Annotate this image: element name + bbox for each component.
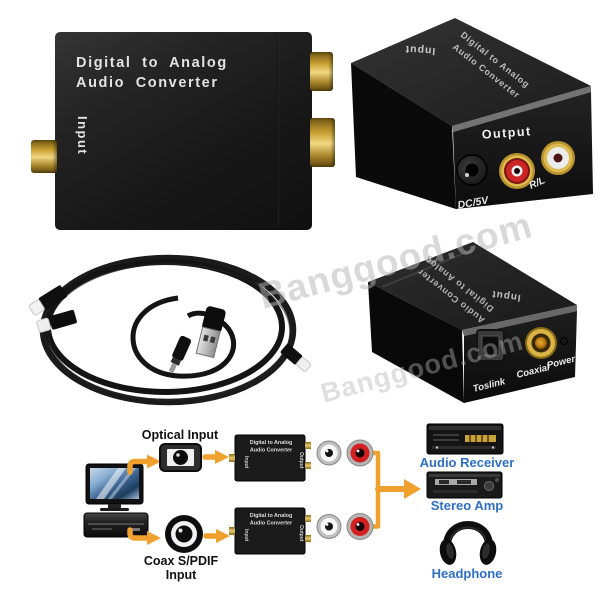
- toslink-connector: [280, 343, 312, 372]
- mini-converter-box: Digital to Analog Audio Converter Input …: [229, 434, 311, 482]
- coax-spdif-label-line1: Coax S/PDIF: [144, 554, 219, 568]
- dc-barrel-plug: [169, 335, 192, 373]
- converter-rear-view: Input Digital to Analog Audio Converter …: [351, 18, 593, 212]
- dvd-player-source: [83, 512, 149, 538]
- mini-input-label: Input: [243, 456, 249, 469]
- optical-and-power-cables: [28, 254, 312, 406]
- mini-converter-box: Digital to Analog Audio Converter Input …: [229, 507, 311, 555]
- coax-spdif-label-line2: Input: [166, 568, 197, 582]
- stereo-amp-image: [426, 471, 503, 499]
- signal-arrows: [127, 450, 407, 541]
- stereo-amp-label: Stereo Amp: [431, 498, 504, 513]
- headphone-image: [439, 521, 497, 565]
- audio-receiver-image: [426, 423, 504, 455]
- dc-5v-label: DC/5V: [457, 194, 491, 211]
- box-front-face: [453, 92, 593, 209]
- toslink-connector: [36, 309, 77, 333]
- optical-input-label: Optical Input: [142, 428, 219, 442]
- mini-title-line2: Audio Converter: [250, 448, 293, 454]
- cable-sheen: [47, 263, 291, 401]
- mini-gold-jack: [229, 527, 235, 535]
- mini-title-line1: Digital to Analog: [250, 513, 293, 519]
- product-title-line2: Audio Converter: [76, 75, 219, 91]
- usb-plug: [195, 306, 226, 359]
- optical-port-icon: [159, 443, 202, 472]
- toslink-port: [476, 329, 505, 362]
- mini-gold-jack: [305, 515, 311, 522]
- mini-gold-jack: [305, 462, 311, 469]
- box-top-face: [368, 242, 577, 330]
- connection-diagram: Optical Input Coax S/PDIF Input Digital …: [83, 423, 515, 582]
- mini-title-line2: Audio Converter: [250, 521, 293, 527]
- rca-output-jack: [310, 118, 335, 167]
- converter-input-side-view: Digital to Analog Audio Converter Input …: [368, 242, 578, 403]
- box-side-face: [368, 282, 464, 403]
- mini-title-line1: Digital to Analog: [250, 440, 293, 446]
- coaxial-jack: [525, 327, 557, 359]
- dc-jack-highlight: [465, 173, 469, 177]
- lid-bevel-edge: [452, 86, 591, 132]
- product-title-line1: Digital to Analog: [76, 55, 228, 71]
- mini-gold-jack: [305, 535, 311, 542]
- mini-output-label: Output: [298, 452, 304, 469]
- rca-jack-white: [541, 141, 575, 175]
- dc-power-jack-hole: [465, 163, 479, 177]
- rca-icon-red: [346, 439, 374, 467]
- mini-output-label: Output: [298, 525, 304, 542]
- lid-bevel-edge: [462, 305, 577, 336]
- headphone-label: Headphone: [432, 566, 503, 581]
- rca-jack-red: [499, 153, 535, 189]
- mini-input-label: Input: [243, 529, 249, 542]
- coax-port-icon: [165, 515, 203, 553]
- top-input-label: Input: [491, 288, 522, 303]
- tv-source: [85, 463, 144, 511]
- output-label: Output: [481, 124, 532, 141]
- coaxial-input-jack: [31, 140, 57, 173]
- case-seam: [277, 36, 279, 226]
- top-input-label: Input: [404, 43, 435, 57]
- mini-gold-jack: [305, 442, 311, 449]
- converter-front-view: Digital to Analog Audio Converter Input: [31, 32, 335, 230]
- power-led: [560, 337, 568, 345]
- audio-receiver-label: Audio Receiver: [420, 455, 515, 470]
- lid-seam: [381, 249, 473, 288]
- rca-icon-white: [316, 514, 342, 539]
- box-top-face: [351, 18, 591, 126]
- box-side-face: [351, 63, 456, 209]
- arrow-heads: [147, 450, 421, 545]
- rca-icon-white: [316, 440, 342, 466]
- rca-icon-red: [346, 513, 374, 540]
- product-title: Digital to Analog Audio Converter: [76, 53, 228, 93]
- mini-gold-jack: [229, 454, 235, 462]
- input-label: Input: [75, 116, 90, 156]
- toslink-connector: [28, 285, 67, 316]
- rca-output-jack: [310, 52, 333, 91]
